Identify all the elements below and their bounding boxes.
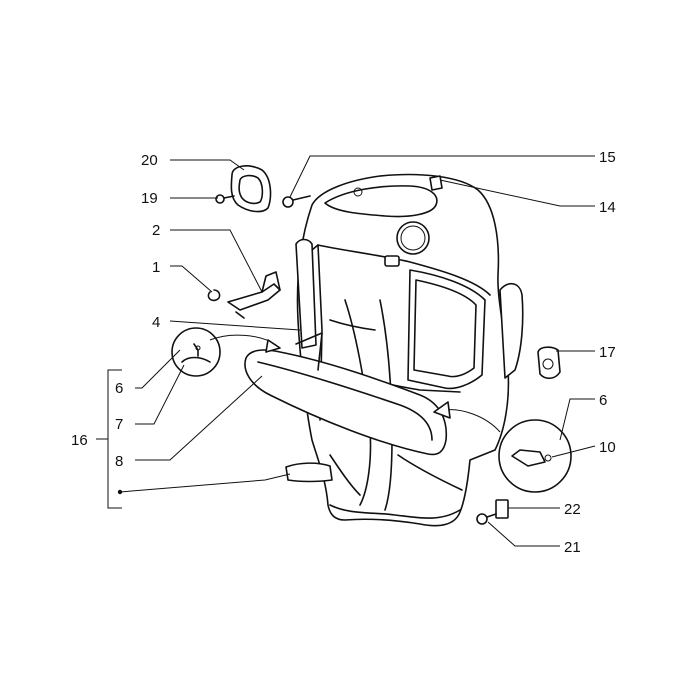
callout-10: 10 xyxy=(599,439,616,456)
callout-19: 19 xyxy=(141,190,158,207)
callout-17: 17 xyxy=(599,344,616,361)
part-17-latch xyxy=(537,346,561,380)
callout-22: 22 xyxy=(564,501,581,518)
part-22-plate xyxy=(495,499,509,519)
glove-box-door xyxy=(244,332,448,456)
leader-lines xyxy=(96,155,596,547)
part-1-clip xyxy=(207,289,221,302)
callout-labels: 20 19 2 1 4 6 7 16 8 15 14 17 6 10 22 21 xyxy=(71,149,616,556)
right-side-bracket xyxy=(499,282,524,379)
part-20-gasket xyxy=(230,165,272,213)
lower-foot xyxy=(285,462,333,483)
callout-14: 14 xyxy=(599,199,616,216)
detail-circle-left xyxy=(171,327,281,377)
left-rail xyxy=(295,238,317,349)
callout-4: 4 xyxy=(152,314,160,331)
part-2-bracket xyxy=(227,271,281,319)
callout-1: 1 xyxy=(152,259,160,276)
callout-21: 21 xyxy=(564,539,581,556)
part-15-screw xyxy=(282,187,363,208)
legshield-body xyxy=(285,173,524,527)
part-19-screw xyxy=(215,194,235,204)
callout-7: 7 xyxy=(115,416,123,433)
round-opening xyxy=(396,221,430,255)
callout-6-right: 6 xyxy=(599,392,607,409)
callout-6-left: 6 xyxy=(115,380,123,397)
callout-16: 16 xyxy=(71,432,88,449)
part-14-clip xyxy=(429,175,443,191)
callout-2: 2 xyxy=(152,222,160,239)
callout-15: 15 xyxy=(599,149,616,166)
callout-20: 20 xyxy=(141,152,158,169)
glove-box-frame xyxy=(407,269,486,390)
detail-circle-right xyxy=(433,401,572,493)
part-21-bolt xyxy=(476,513,497,525)
callout-8: 8 xyxy=(115,453,123,470)
